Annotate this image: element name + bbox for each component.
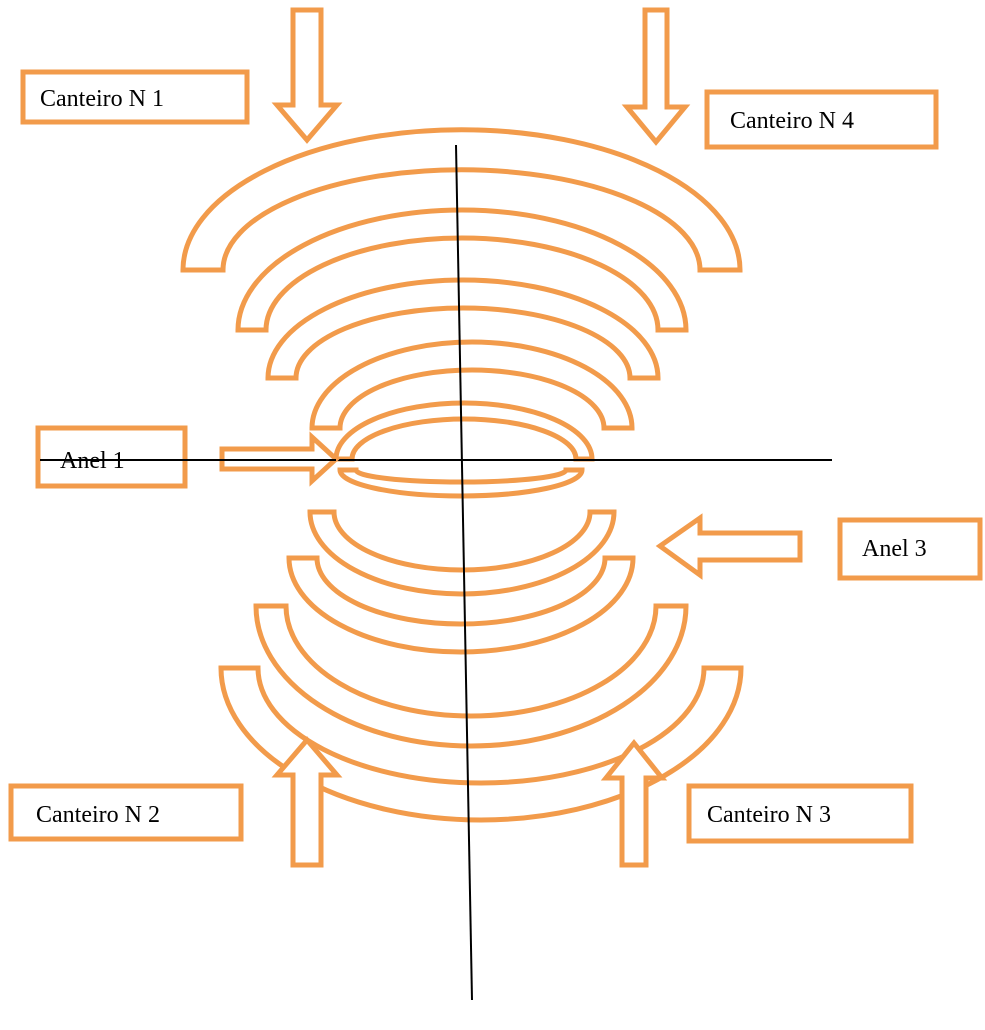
upper-arc-band-3 [265, 277, 661, 381]
upper-arc-band-5 [333, 400, 595, 462]
label-box-canteiro4 [704, 89, 939, 150]
label-box-canteiro1 [20, 69, 250, 125]
up-arrow-right-icon [600, 738, 668, 868]
label-canteiro2: Canteiro N 2 [36, 802, 160, 828]
lower-arc-band-5 [218, 665, 744, 823]
label-box-canteiro3 [686, 783, 914, 844]
down-arrow-right-icon [621, 7, 691, 146]
label-canteiro3: Canteiro N 3 [707, 802, 831, 828]
left-arrow-anel3-icon [655, 513, 803, 580]
upper-arc-band-4 [309, 339, 635, 431]
lower-arc-band-4 [253, 603, 689, 749]
label-canteiro1: Canteiro N 1 [40, 86, 164, 112]
upper-arc-band-1 [180, 127, 743, 273]
vertical-axis-line [455, 144, 473, 1001]
down-arrow-left-icon [271, 7, 343, 144]
up-arrow-left-icon [271, 736, 343, 868]
lower-arc-band-2 [307, 509, 617, 597]
label-box-canteiro2 [8, 783, 244, 842]
lower-arc-band-3 [286, 555, 636, 655]
label-box-anel3 [837, 517, 983, 581]
label-anel3: Anel 3 [862, 536, 927, 562]
label-canteiro4: Canteiro N 4 [730, 108, 854, 134]
upper-arc-band-2 [235, 207, 689, 333]
lower-arc-band-1 [337, 467, 585, 499]
label-box-anel1 [35, 425, 188, 489]
